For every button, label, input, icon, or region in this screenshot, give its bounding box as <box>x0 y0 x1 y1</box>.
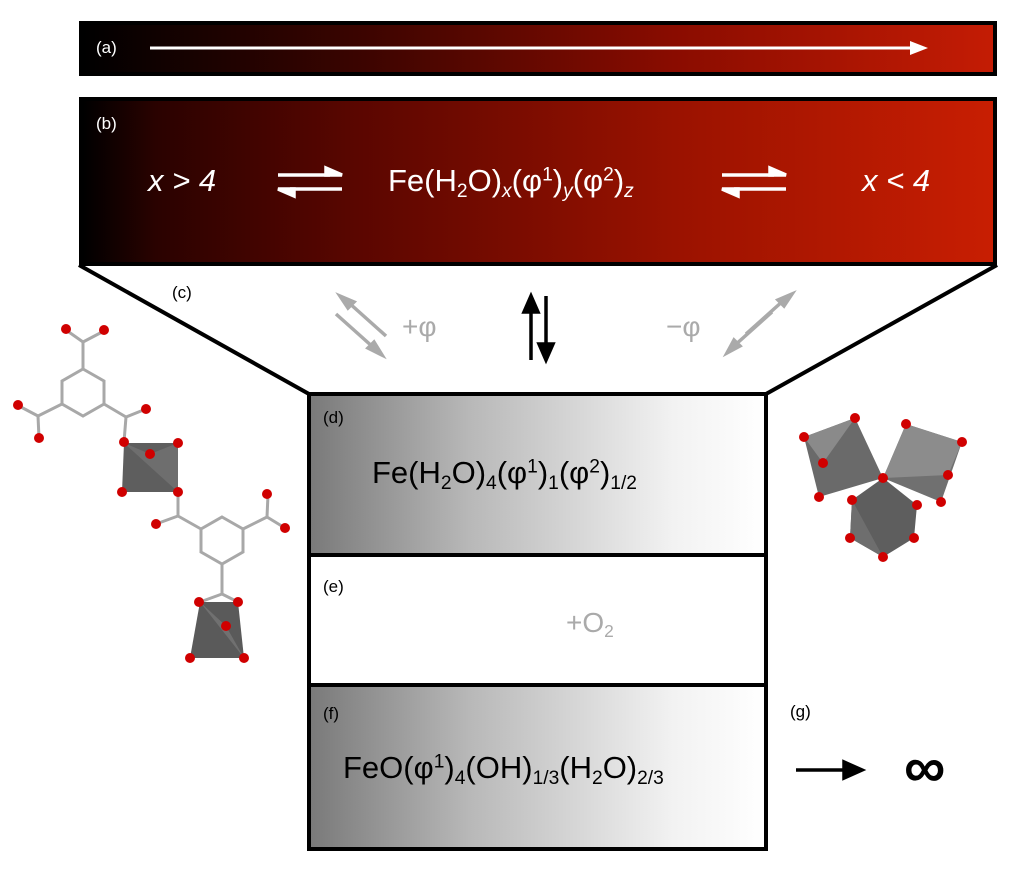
trimer-cluster-icon <box>799 413 967 562</box>
gray-equilibrium-arrow-icon <box>722 290 797 358</box>
superscript: 1 <box>433 751 445 773</box>
subscript: 2 <box>456 180 468 202</box>
formula-text: O) <box>467 163 503 198</box>
subscript: 1 <box>548 472 559 494</box>
subscript: 2 <box>440 472 452 494</box>
remove-ligand-label: −φ <box>666 311 701 342</box>
right-arrow-icon <box>796 759 867 781</box>
formula-text: ) <box>599 455 611 490</box>
panel-label-b: (b) <box>96 114 117 133</box>
subscript: z <box>624 180 634 202</box>
formula-text: Fe(H <box>372 455 441 490</box>
box-e <box>307 553 768 687</box>
superscript: 2 <box>603 164 614 186</box>
formula-text: (φ <box>511 163 543 198</box>
gray-equilibrium-arrow-icon <box>334 292 388 360</box>
panel-label-d: (d) <box>323 408 344 427</box>
subscript: 1/3 <box>532 767 560 789</box>
formula-text: O) <box>602 750 638 785</box>
gradient-box-b <box>79 97 997 266</box>
superscript: 1 <box>542 164 553 186</box>
formula-f: FeO(φ1)4(OH)1/3(H2O)2/3 <box>343 750 664 790</box>
formula-text: (φ <box>496 455 528 490</box>
funnel-line-right <box>765 263 998 396</box>
formula-text: Fe(H <box>388 163 457 198</box>
oxygen-reagent: +O2 <box>566 607 614 642</box>
formula-text: (OH) <box>465 750 533 785</box>
panel-label-g: (g) <box>790 702 811 721</box>
add-ligand-label: +φ <box>402 311 437 342</box>
panel-label-f: (f) <box>323 704 340 723</box>
subscript: 4 <box>454 767 466 789</box>
box-f <box>307 683 768 851</box>
formula-text: ) <box>537 455 549 490</box>
subscript: 4 <box>486 472 497 494</box>
gradient-bar-a <box>79 21 997 76</box>
condition-left: x > 4 <box>148 163 217 198</box>
subscript: 2 <box>592 767 603 789</box>
formula-text: O) <box>451 455 487 490</box>
chain-structure-icon <box>13 324 290 663</box>
box-d <box>307 392 768 557</box>
formula-text: ) <box>444 750 455 785</box>
formula-d: Fe(H2O)4(φ1)1(φ2)1/2 <box>372 455 637 495</box>
subscript: y <box>563 180 573 202</box>
subscript: 2 <box>604 621 614 642</box>
subscript: 2/3 <box>637 767 664 789</box>
subscript: 1/2 <box>610 472 637 494</box>
formula-text: (φ <box>572 163 604 198</box>
superscript: 1 <box>527 456 538 478</box>
panel-label-a: (a) <box>96 38 117 57</box>
formula-text: +O <box>566 607 605 638</box>
subscript: x <box>502 180 512 202</box>
infinity-symbol: ∞ <box>904 735 946 800</box>
up-down-arrow-icon <box>521 291 556 365</box>
panel-label-c: (c) <box>172 283 192 302</box>
formula-text: (φ <box>558 455 590 490</box>
formula-b: Fe(H2O)x(φ1)y(φ2)z <box>388 163 634 203</box>
formula-text: (H <box>559 750 592 785</box>
formula-text: ) <box>613 163 625 198</box>
panel-label-e: (e) <box>323 577 344 596</box>
formula-text: ) <box>552 163 564 198</box>
formula-text: FeO(φ <box>343 750 434 785</box>
condition-right: x < 4 <box>862 163 931 198</box>
superscript: 2 <box>589 456 600 478</box>
